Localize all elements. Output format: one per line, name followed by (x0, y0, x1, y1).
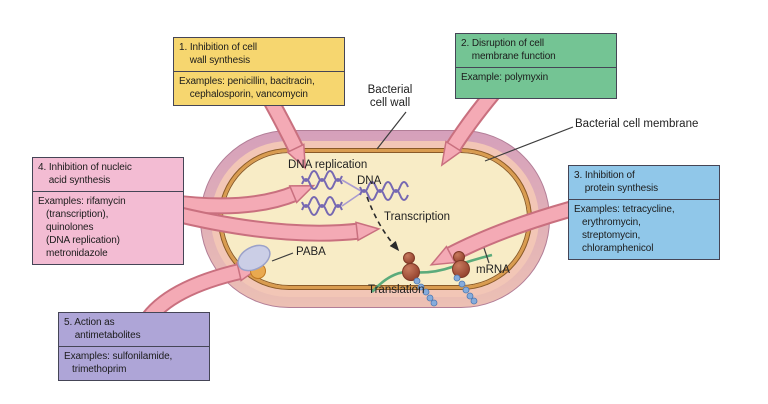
mrna-pointer-line (483, 247, 490, 264)
box-3-header: 3. Inhibition of protein synthesis (569, 166, 719, 200)
mrna-strand (371, 253, 493, 293)
paba-pointer-line (271, 252, 294, 262)
box-4-header: 4. Inhibition of nucleic acid synthesis (33, 158, 183, 192)
box-5-header: 5. Action as antimetabolites (59, 313, 209, 347)
translation-label: Translation (368, 284, 425, 296)
box-2-header: 2. Disruption of cell membrane function (456, 34, 616, 68)
transcription-label: Transcription (384, 211, 451, 223)
cell-membrane-pointer-line (484, 126, 574, 162)
box-1-header: 1. Inhibition of cell wall synthesis (174, 38, 344, 72)
box-5-examples: Examples: sulfonilamide, trimethoprim (64, 351, 173, 375)
box-3-examples: Examples: tetracycline, erythromycin, st… (574, 204, 675, 254)
box-4-examples: Examples: rifamycin (transcription), qui… (38, 196, 126, 259)
polypeptide-chain-2 (453, 274, 478, 305)
box-2-examples: Example: polymyxin (461, 72, 549, 83)
box-4-nucleic-acid-synthesis: 4. Inhibition of nucleic acid synthesis … (32, 157, 184, 265)
cell-wall-pointer-line (376, 111, 407, 150)
arrow-nucleic-acid-lower (165, 203, 381, 242)
arrow-nucleic-acid-upper (166, 184, 316, 215)
dna-replication-label: DNA replication (288, 159, 368, 171)
arrow-membrane-disruption (440, 86, 501, 167)
polypeptide-chain-1 (413, 277, 438, 307)
ribosome-1 (402, 252, 420, 281)
paba-label: PABA (296, 246, 326, 258)
box-5-antimetabolites: 5. Action as antimetabolites Examples: s… (58, 312, 210, 381)
box-1-examples: Examples: penicillin, bacitracin, cephal… (179, 76, 315, 100)
box-2-membrane-disruption: 2. Disruption of cell membrane function … (455, 33, 617, 99)
transcription-arrow (366, 196, 400, 252)
ribosome-2 (452, 251, 470, 278)
box-1-cell-wall-synthesis: 1. Inhibition of cell wall synthesis Exa… (173, 37, 345, 106)
cell-wall-label: Bacterial cell wall (367, 84, 413, 110)
cell-membrane-label: Bacterial cell membrane (575, 118, 699, 130)
mrna-label: mRNA (476, 264, 510, 276)
box-3-protein-synthesis: 3. Inhibition of protein synthesis Examp… (568, 165, 720, 260)
dna-replication-fork (301, 170, 409, 216)
paba-structure (237, 244, 271, 279)
dna-label: DNA (357, 175, 382, 187)
